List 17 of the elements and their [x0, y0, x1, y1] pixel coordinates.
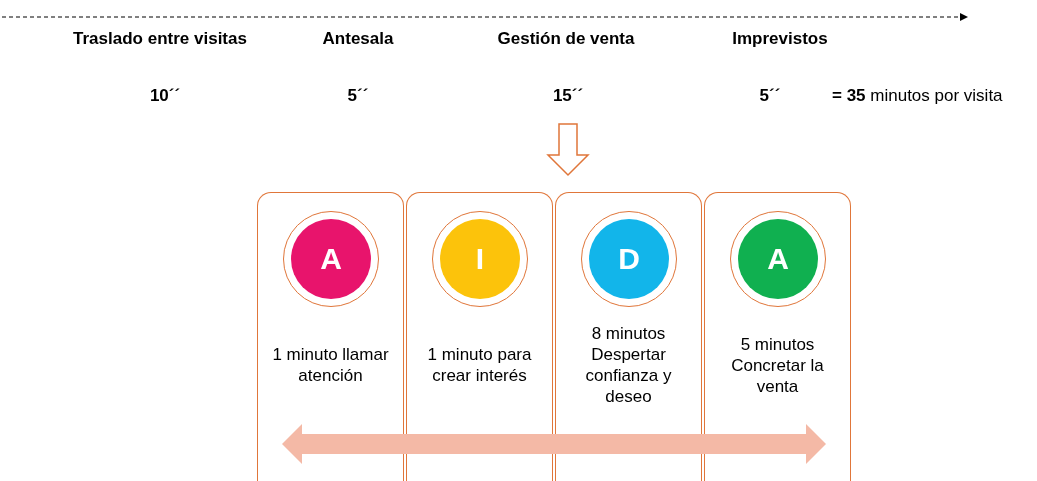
duration-label: 10´´ — [149, 86, 181, 106]
column-heading: Antesala — [322, 29, 394, 49]
duration-label: 5´´ — [759, 86, 781, 106]
duration-label: 15´´ — [552, 86, 584, 106]
stage-text: 5 minutos Concretar la venta — [730, 333, 825, 397]
column-heading: Traslado entre visitas — [73, 29, 247, 49]
column-heading: Gestión de venta — [497, 29, 635, 49]
letter: A — [738, 219, 818, 299]
letter: I — [440, 219, 520, 299]
column-heading: Imprevistos — [732, 29, 828, 49]
letter: D — [589, 219, 669, 299]
stage-text: 1 minuto para crear interés — [426, 344, 533, 386]
letter: A — [291, 219, 371, 299]
total-note: = 35 minutos por visita — [832, 86, 1003, 106]
stage-text: 1 minuto llamar atención — [271, 344, 390, 386]
stage-text: 8 minutos Despertar confianza y deseo — [584, 323, 673, 407]
duration-label: 5´´ — [347, 86, 369, 106]
